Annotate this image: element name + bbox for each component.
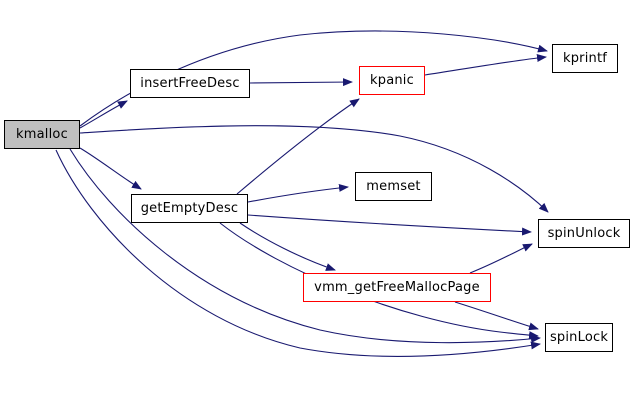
- edge-kmalloc-to-insertFreeDesc: [79, 100, 128, 129]
- node-label: vmm_getFreeMallocPage: [314, 280, 480, 295]
- edge-getEmptyDesc-to-kpanic: [236, 98, 360, 195]
- edge-kmalloc-to-spinLock: [69, 148, 541, 344]
- edge-kmalloc-to-kprintf: [79, 30, 548, 127]
- edge-kmalloc-to-spinUnlock: [79, 125, 549, 213]
- node-kmalloc[interactable]: kmalloc: [4, 120, 80, 149]
- edge-getEmptyDesc-to-spinLock: [219, 222, 539, 340]
- node-kprintf[interactable]: kprintf: [552, 44, 618, 73]
- node-spinLock[interactable]: spinLock: [545, 323, 613, 352]
- node-label: memset: [366, 179, 421, 194]
- edge-getEmptyDesc-to-vmm_getFreeMallocPage: [239, 222, 336, 271]
- edge-kmalloc-to-spinLock: [55, 149, 541, 357]
- node-vmm_getFreeMallocPage[interactable]: vmm_getFreeMallocPage: [303, 273, 491, 302]
- node-label: insertFreeDesc: [140, 76, 240, 91]
- node-label: kpanic: [370, 73, 414, 88]
- edge-vmm_getFreeMallocPage-to-spinUnlock: [469, 243, 533, 274]
- node-label: spinUnlock: [547, 226, 621, 241]
- node-insertFreeDesc[interactable]: insertFreeDesc: [130, 69, 250, 98]
- node-memset[interactable]: memset: [355, 172, 432, 201]
- edge-insertFreeDesc-to-kpanic: [249, 78, 353, 87]
- node-label: spinLock: [549, 330, 609, 345]
- edge-kpanic-to-kprintf: [424, 54, 547, 76]
- node-label: getEmptyDesc: [140, 201, 239, 216]
- edge-getEmptyDesc-to-memset: [247, 183, 349, 203]
- edge-kmalloc-to-getEmptyDesc: [79, 147, 142, 190]
- node-spinUnlock[interactable]: spinUnlock: [538, 219, 630, 248]
- node-getEmptyDesc[interactable]: getEmptyDesc: [131, 194, 248, 223]
- node-label: kprintf: [562, 51, 608, 66]
- node-label: kmalloc: [16, 127, 68, 142]
- edge-getEmptyDesc-to-spinUnlock: [247, 214, 532, 236]
- node-kpanic[interactable]: kpanic: [359, 66, 425, 95]
- edge-vmm_getFreeMallocPage-to-spinLock: [454, 301, 539, 331]
